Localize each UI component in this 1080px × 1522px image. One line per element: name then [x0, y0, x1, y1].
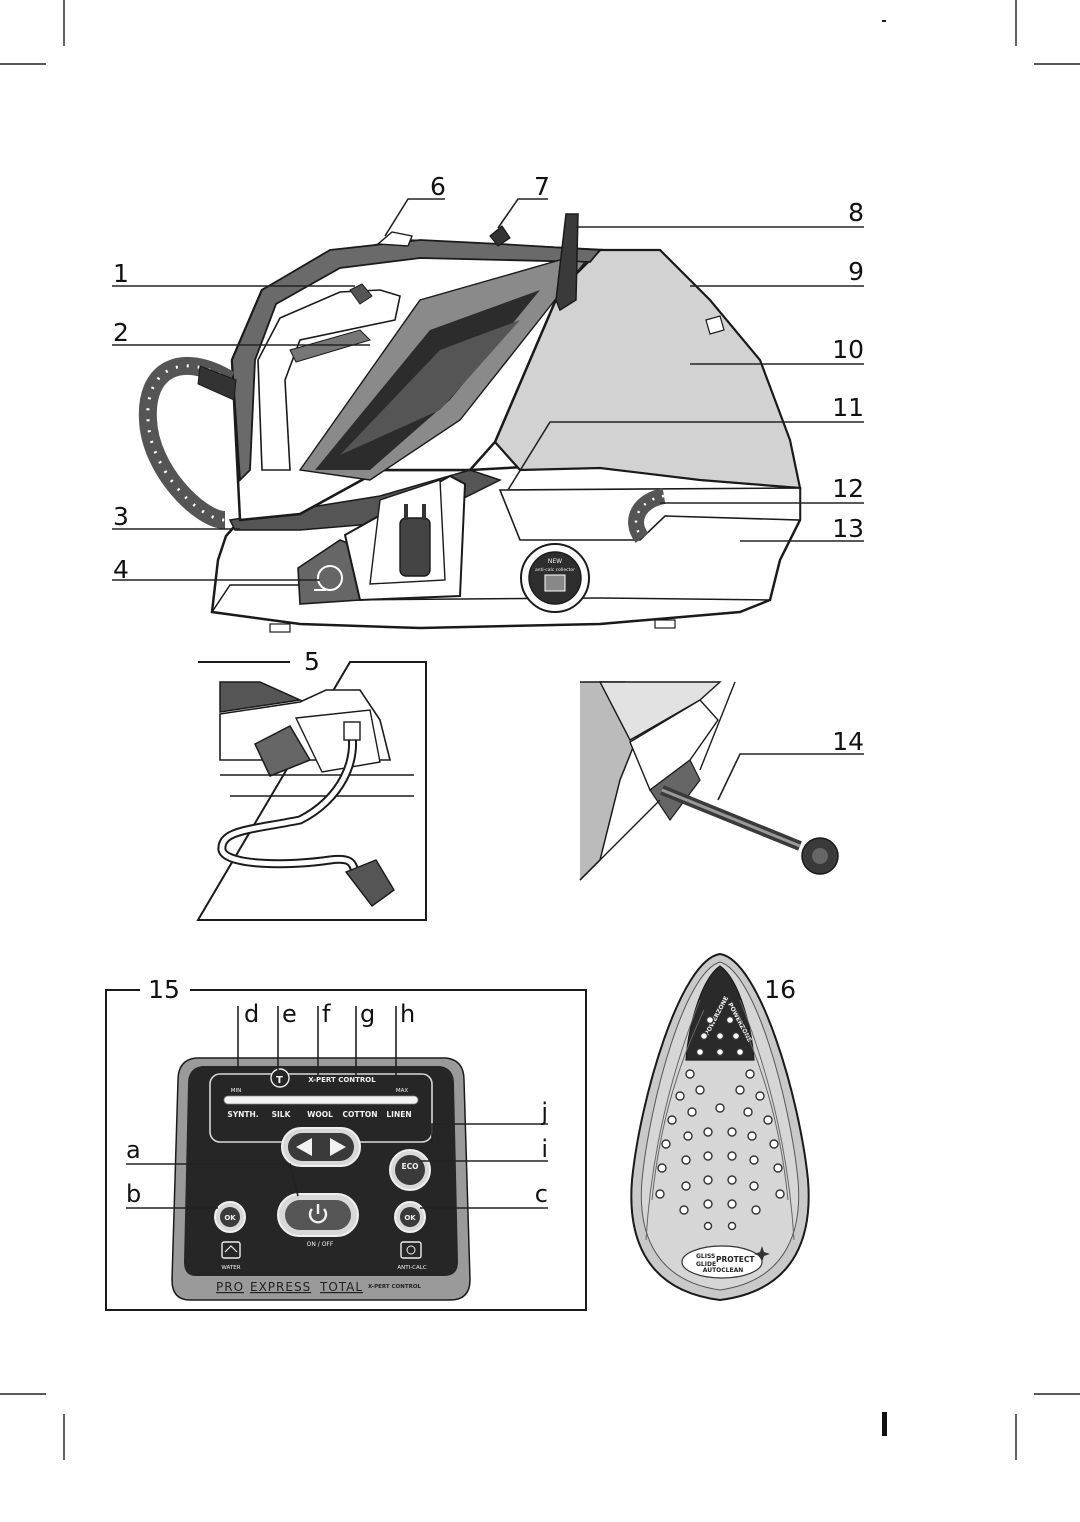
callout-3: 3: [113, 502, 129, 531]
callout-1: 1: [113, 259, 129, 288]
panel-letter-c: c: [535, 1180, 548, 1208]
panel-min-label: MIN: [231, 1088, 241, 1094]
temperature-icon: T: [270, 1068, 290, 1088]
panel-letter-j: j: [540, 1098, 548, 1126]
logo-autoclean: AUTOCLEAN: [703, 1267, 744, 1274]
fabric-label-synth: SYNTH.: [227, 1110, 259, 1119]
cord-storage-icon: [314, 565, 343, 591]
callout-5: 5: [304, 647, 320, 676]
figure-5-cord-storage: 5: [196, 647, 427, 921]
brand-total: TOTAL: [319, 1280, 363, 1294]
panel-letter-g: g: [360, 1000, 375, 1028]
power-button[interactable]: [277, 1193, 359, 1237]
panel-letter-d: d: [244, 1000, 259, 1028]
fabric-label-linen: LINEN: [386, 1110, 411, 1119]
callout-6: 6: [430, 172, 446, 201]
brand-suffix: X-PERT CONTROL: [368, 1284, 421, 1290]
figure-16-soleplate: 16 POWERZONE POWERZONE: [630, 952, 810, 1302]
callout-10: 10: [832, 335, 864, 364]
callout-14: 14: [832, 727, 864, 756]
power-icon: [308, 1204, 328, 1224]
svg-text:T: T: [276, 1075, 283, 1086]
eco-button[interactable]: ECO: [389, 1149, 431, 1191]
callout-12: 12: [832, 474, 864, 503]
arrow-right-icon[interactable]: [330, 1138, 346, 1156]
steam-generator-illustration: NEW anti-calc collector: [138, 213, 802, 633]
brand-express: EXPRESS: [250, 1280, 311, 1294]
logo-protect: PROTECT: [716, 1255, 755, 1264]
eco-label: ECO: [401, 1162, 418, 1171]
callout-9: 9: [848, 257, 864, 286]
water-label: WATER: [221, 1265, 240, 1271]
anti-calc-ok-button[interactable]: OK: [394, 1201, 426, 1233]
panel-letter-i: i: [541, 1135, 548, 1163]
callout-16: 16: [764, 975, 796, 1004]
callout-2: 2: [113, 318, 129, 347]
callout-4: 4: [113, 555, 129, 584]
callout-8: 8: [848, 198, 864, 227]
callout-11: 11: [832, 393, 864, 422]
logo-glide: GLIDE: [696, 1261, 716, 1268]
temperature-bar: [223, 1095, 419, 1105]
callout-7: 7: [534, 172, 550, 201]
water-ok-button[interactable]: OK: [214, 1201, 246, 1233]
fabric-label-cotton: COTTON: [343, 1110, 378, 1119]
soleplate-grooves: [645, 999, 795, 1241]
on-off-label: ON / OFF: [307, 1241, 334, 1248]
ok-label-left: OK: [224, 1214, 236, 1222]
anti-calc-badge-label: anti-calc collector: [535, 567, 575, 573]
figure-14-hose-detail: 14: [579, 681, 864, 881]
logo-gliss: GLISS: [696, 1253, 715, 1260]
panel-letter-e: e: [282, 1000, 297, 1028]
panel-leaders: [126, 1006, 548, 1209]
panel-letter-a: a: [126, 1136, 141, 1164]
panel-letter-f: f: [322, 1000, 331, 1028]
arrow-left-icon[interactable]: [296, 1138, 312, 1156]
figure-15-control-panel: 15 T X-PERT CONTROL MIN MAX SYNTH. SILK …: [105, 975, 587, 1311]
water-tank-icon: [221, 1241, 241, 1259]
callout-15: 15: [148, 975, 180, 1004]
brand-pro: PRO: [216, 1280, 244, 1294]
fabric-label-silk: SILK: [272, 1110, 292, 1119]
steam-holes: [655, 1015, 785, 1231]
panel-letter-b: b: [126, 1180, 141, 1208]
panel-max-label: MAX: [396, 1088, 409, 1094]
anti-calc-label: ANTI-CALC: [397, 1265, 427, 1271]
crop-mark: [882, 20, 886, 22]
ok-label-right: OK: [404, 1214, 416, 1222]
gliss-glide-protect-logo: GLISS GLIDE PROTECT AUTOCLEAN: [681, 1245, 770, 1279]
page-tab-mark: [882, 1412, 887, 1436]
anti-calc-badge-new: NEW: [548, 558, 562, 565]
fabric-label-wool: WOOL: [307, 1110, 333, 1119]
anti-calc-icon: [400, 1241, 422, 1259]
crop-marks: [0, 0, 1080, 1460]
callout-leaders: [112, 198, 864, 581]
callout-13: 13: [832, 514, 864, 543]
panel-header: X-PERT CONTROL: [308, 1076, 376, 1084]
temperature-selector-buttons[interactable]: [281, 1127, 361, 1167]
panel-letter-h: h: [400, 1000, 415, 1028]
